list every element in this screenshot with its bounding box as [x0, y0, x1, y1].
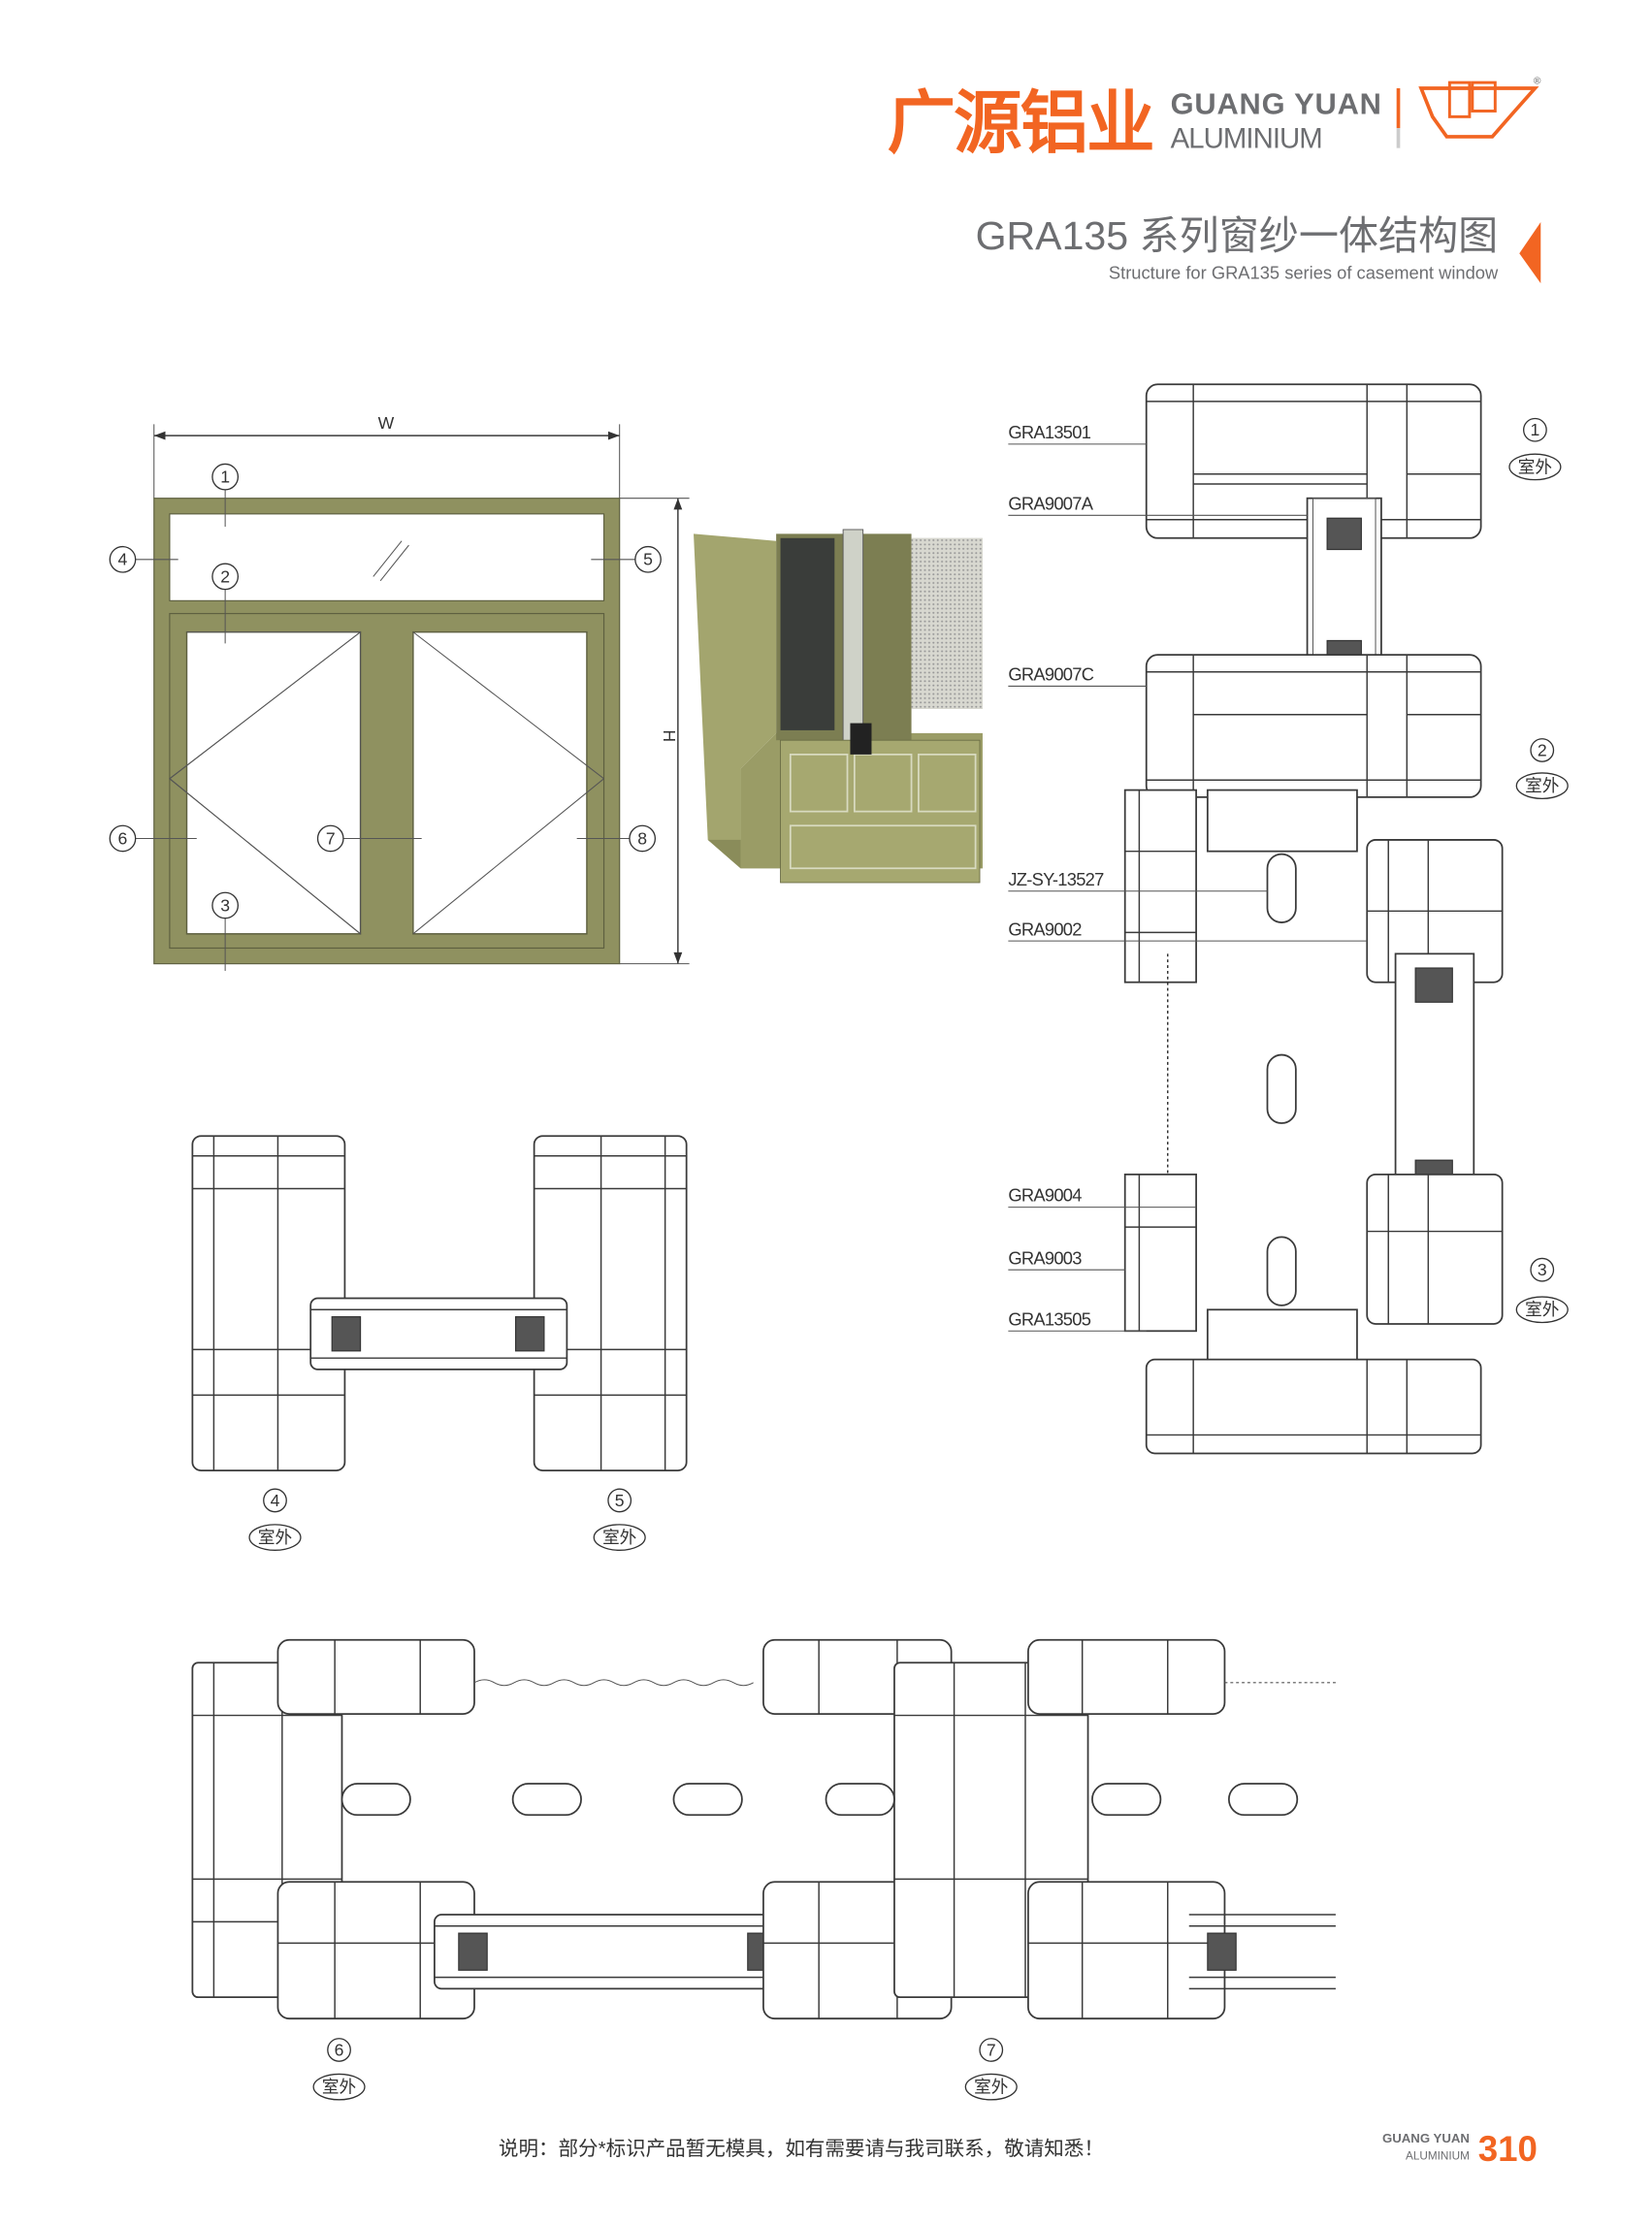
- svg-text:1: 1: [1531, 420, 1540, 439]
- svg-text:室外: 室外: [322, 2078, 356, 2097]
- svg-text:室外: 室外: [1518, 457, 1552, 476]
- footer-note: 说明：部分*标识产品暂无模具，如有需要请与我司联系，敬请知悉！: [499, 2138, 1104, 2160]
- svg-text:®: ®: [1534, 77, 1541, 87]
- part-label: JZ-SY-13527: [1008, 869, 1104, 889]
- part-label: GRA9007C: [1008, 664, 1093, 685]
- brand-name-en: GUANG YUAN: [1171, 86, 1381, 120]
- svg-text:室外: 室外: [258, 1528, 292, 1547]
- svg-text:2: 2: [220, 566, 230, 586]
- footer-brand-2: ALUMINIUM: [1406, 2149, 1470, 2162]
- svg-text:4: 4: [271, 1491, 280, 1510]
- part-labels: GRA13501 GRA9007A GRA9007C JZ-SY-13527 G…: [1008, 422, 1368, 1332]
- part-label: GRA9002: [1008, 919, 1082, 939]
- horizontal-section: 6 室外 7 室外: [191, 1638, 1336, 2101]
- drainage-slot-icons: [1266, 853, 1297, 1306]
- footer-brand: GUANG YUAN: [1382, 2131, 1470, 2145]
- svg-text:6: 6: [335, 2040, 344, 2059]
- elevation-callouts: 1 2 3 4 5 6 7 8: [109, 463, 662, 971]
- svg-text:2: 2: [1538, 740, 1547, 759]
- part-label: GRA13505: [1008, 1308, 1090, 1329]
- svg-text:室外: 室外: [1525, 1300, 1559, 1319]
- svg-text:室外: 室外: [1525, 776, 1559, 795]
- part-label: GRA13501: [1008, 422, 1090, 442]
- footer: 说明：部分*标识产品暂无模具，如有需要请与我司联系，敬请知悉！ GUANG YU…: [499, 2129, 1538, 2169]
- brand-name-cn: 广源铝业: [888, 84, 1155, 161]
- height-label: H: [660, 729, 679, 742]
- svg-text:室外: 室外: [974, 2078, 1008, 2097]
- window-elevation: W H 1 2 3 4 5 6 7 8: [109, 413, 690, 971]
- svg-text:5: 5: [615, 1491, 625, 1510]
- svg-text:6: 6: [118, 828, 128, 848]
- title-marker-icon: [1519, 221, 1541, 284]
- vertical-section: GRA13501 GRA9007A GRA9007C JZ-SY-13527 G…: [1008, 383, 1569, 1455]
- svg-text:4: 4: [118, 550, 128, 569]
- part-label: GRA9003: [1008, 1247, 1082, 1268]
- svg-text:7: 7: [987, 2040, 996, 2059]
- page-subtitle: Structure for GRA135 series of casement …: [1109, 263, 1499, 283]
- svg-text:7: 7: [326, 828, 336, 848]
- page-number: 310: [1478, 2129, 1538, 2169]
- brand-logo-mark: ®: [1418, 77, 1541, 139]
- page-title: GRA135 系列窗纱一体结构图: [976, 213, 1499, 258]
- svg-text:3: 3: [220, 895, 230, 915]
- svg-text:8: 8: [637, 828, 647, 848]
- svg-text:5: 5: [643, 550, 653, 569]
- svg-text:3: 3: [1538, 1260, 1547, 1279]
- section-markers: 1 室外 2 室外 3 室外: [1508, 417, 1569, 1324]
- width-label: W: [378, 413, 395, 433]
- part-label: GRA9004: [1008, 1185, 1082, 1206]
- drainage-slot-icons: [340, 1783, 1299, 1817]
- brand-header: 广源铝业 GUANG YUAN ALUMINIUM ® GRA135 系列窗纱一…: [888, 77, 1541, 284]
- svg-text:1: 1: [220, 468, 230, 487]
- brand-name-en-2: ALUMINIUM: [1171, 123, 1323, 155]
- svg-text:室外: 室外: [602, 1528, 636, 1547]
- part-label: GRA9007A: [1008, 493, 1093, 513]
- mullion-section: 4 室外 5 室外: [191, 1135, 688, 1551]
- profile-3d-render: [694, 529, 983, 884]
